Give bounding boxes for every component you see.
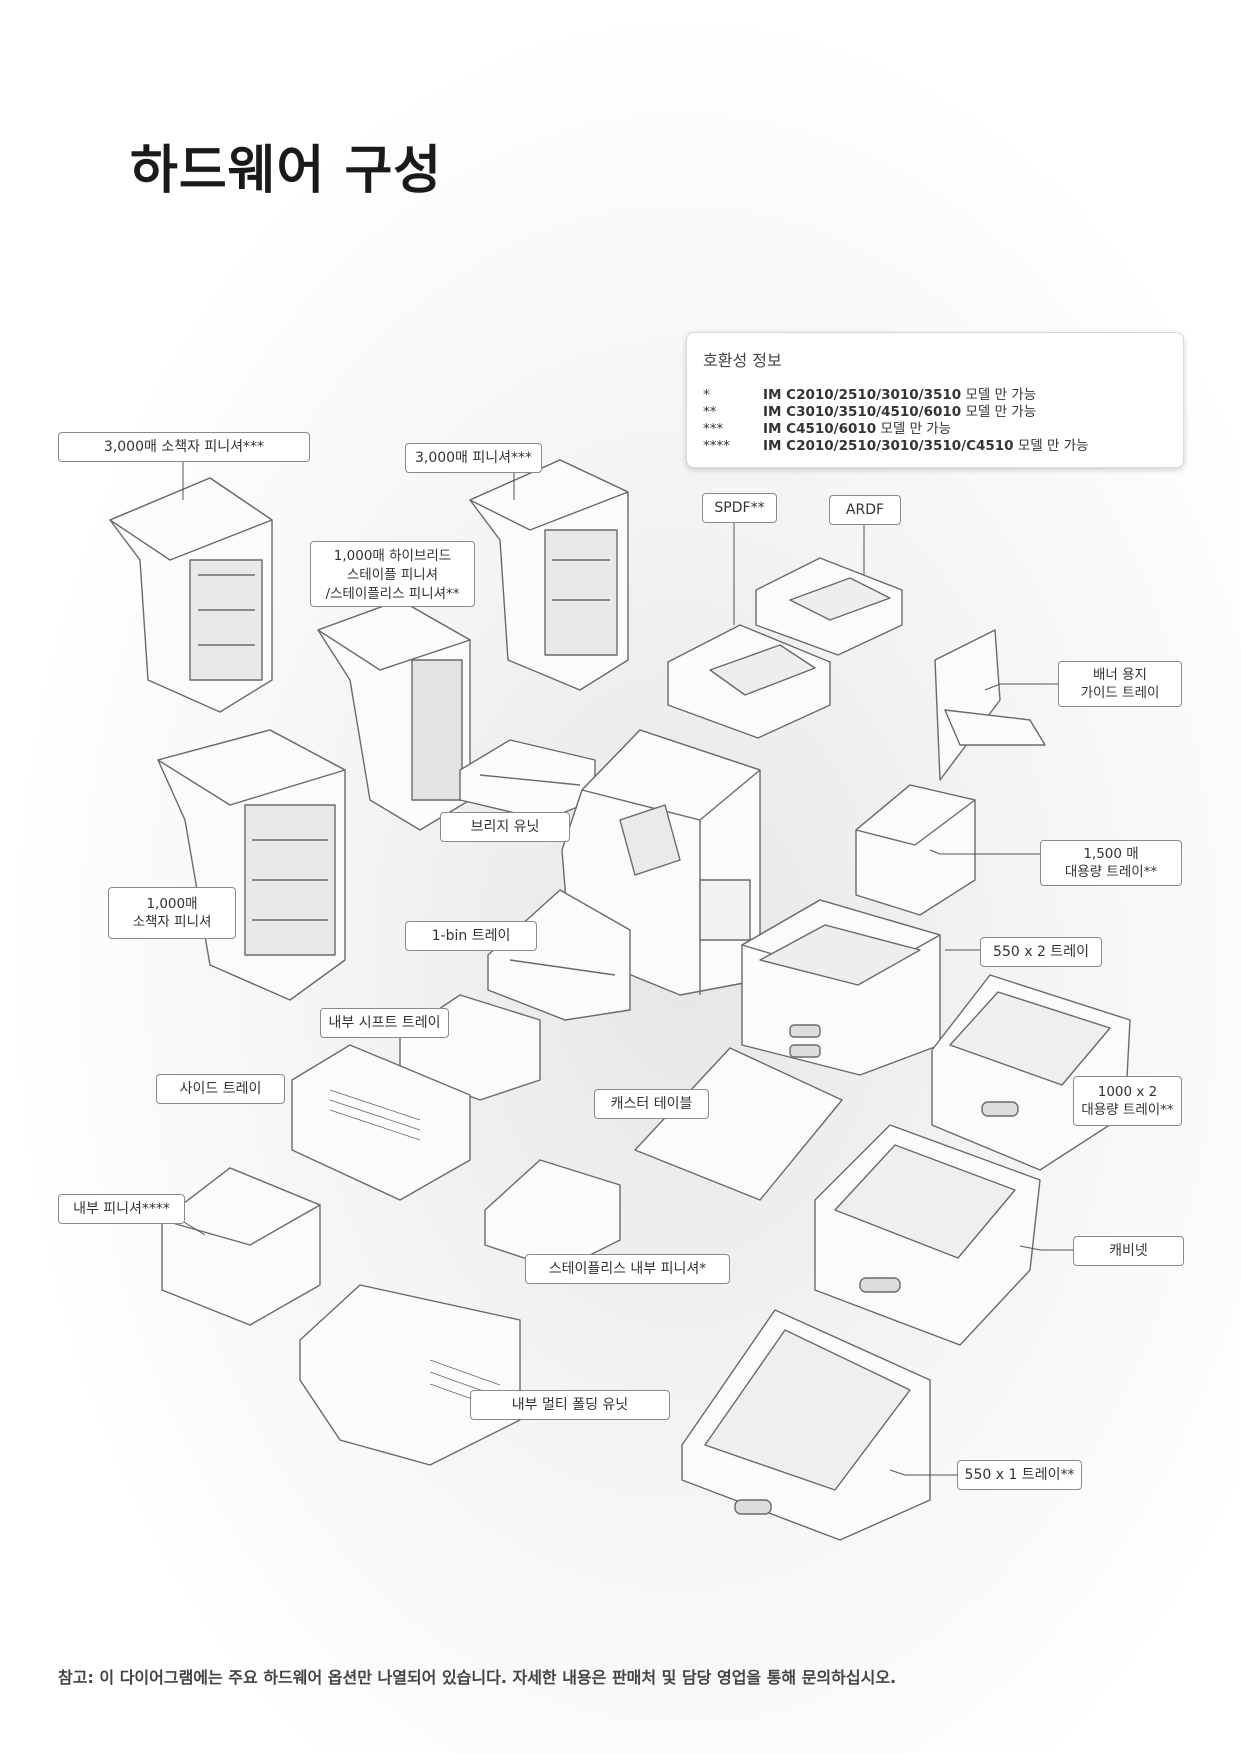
compat-model: IM C4510/6010 bbox=[763, 421, 877, 437]
label-line: 스테이플 피니셔 bbox=[346, 567, 439, 583]
label-lct-1500: 1,500 매 대용량 트레이** bbox=[1040, 840, 1182, 886]
compat-note: 모델 만 가능 bbox=[1017, 438, 1089, 454]
label-side-tray: 사이드 트레이 bbox=[156, 1074, 285, 1104]
label-staple-less-internal-finisher: 스테이플리스 내부 피니셔* bbox=[525, 1254, 730, 1284]
label-line: 배너 용지 bbox=[1093, 667, 1147, 683]
compat-mark: ** bbox=[703, 404, 717, 420]
label-banner-guide-tray: 배너 용지 가이드 트레이 bbox=[1058, 661, 1182, 707]
booklet-finisher-1000-drawing bbox=[157, 729, 346, 1001]
booklet-finisher-3000-drawing bbox=[109, 477, 273, 713]
label-one-bin-tray: 1-bin 트레이 bbox=[405, 921, 537, 951]
compat-row: **** IM C2010/2510/3010/3510/C4510 모델 만 가… bbox=[703, 434, 1089, 454]
compat-note: 모델 만 가능 bbox=[965, 404, 1037, 420]
internal-finisher-drawing bbox=[161, 1167, 321, 1326]
compat-mark: *** bbox=[703, 421, 724, 437]
compat-mark: **** bbox=[703, 438, 730, 454]
label-internal-finisher: 내부 피니셔**** bbox=[58, 1194, 185, 1224]
hybrid-finisher-drawing bbox=[317, 599, 471, 831]
label-booklet-finisher-1000: 1,000매 소책자 피니셔 bbox=[108, 887, 236, 939]
label-tray-550x1: 550 x 1 트레이** bbox=[957, 1460, 1082, 1490]
compat-mark: * bbox=[703, 387, 710, 403]
label-caster-table: 캐스터 테이블 bbox=[594, 1089, 709, 1119]
leader-line bbox=[984, 683, 1058, 691]
label-hybrid-finisher: 1,000매 하이브리드 스테이플 피니셔 /스테이플리스 피니셔** bbox=[310, 541, 475, 607]
caster-table-drawing bbox=[634, 1047, 843, 1201]
label-line: 소책자 피니셔 bbox=[132, 914, 212, 930]
compat-note: 모델 만 가능 bbox=[965, 387, 1037, 403]
page-title: 하드웨어 구성 bbox=[130, 141, 443, 201]
label-line: 대용량 트레이** bbox=[1064, 864, 1158, 880]
label-multi-folding-unit: 내부 멀티 폴딩 유닛 bbox=[470, 1390, 670, 1420]
bridge-unit-drawing bbox=[459, 739, 596, 821]
label-line: 대용량 트레이** bbox=[1081, 1102, 1174, 1118]
label-ardf: ARDF bbox=[829, 495, 901, 525]
side-tray-drawing bbox=[291, 1044, 471, 1201]
multi-folding-unit-drawing bbox=[299, 1284, 521, 1466]
compat-model: IM C3010/3510/4510/6010 bbox=[763, 404, 962, 420]
leader-line bbox=[889, 1469, 957, 1476]
staple-less-finisher-drawing bbox=[484, 1159, 621, 1271]
banner-guide-tray-drawing bbox=[934, 629, 1046, 781]
label-tray-550x2: 550 x 2 트레이 bbox=[980, 937, 1102, 967]
footnote: 참고: 이 다이어그램에는 주요 하드웨어 옵션만 나열되어 있습니다. 자세한… bbox=[58, 1668, 897, 1687]
label-internal-shift-tray: 내부 시프트 트레이 bbox=[320, 1008, 449, 1038]
compat-model: IM C2010/2510/3010/3510/C4510 bbox=[763, 438, 1014, 454]
ardf-drawing bbox=[755, 557, 903, 656]
leader-line bbox=[1019, 1245, 1073, 1251]
spdf-drawing bbox=[667, 624, 831, 739]
label-bridge-unit: 브리지 유닛 bbox=[440, 812, 570, 842]
label-line: 1,000매 bbox=[146, 896, 198, 912]
compat-row: ** IM C3010/3510/4510/6010 모델 만 가능 bbox=[703, 400, 1036, 420]
label-line: 1000 x 2 bbox=[1097, 1084, 1158, 1100]
label-booklet-finisher-3000: 3,000매 소책자 피니셔*** bbox=[58, 432, 310, 462]
label-spdf: SPDF** bbox=[702, 493, 777, 523]
compat-row: * IM C2010/2510/3010/3510 모델 만 가능 bbox=[703, 383, 1036, 403]
compatibility-info-title: 호환성 정보 bbox=[703, 351, 782, 370]
label-line: 1,000매 하이브리드 bbox=[333, 548, 452, 564]
tray-550x1-drawing bbox=[681, 1309, 931, 1541]
compat-model: IM C2010/2510/3010/3510 bbox=[763, 387, 962, 403]
finisher-3000-drawing bbox=[469, 459, 629, 691]
tray-550x2-drawing bbox=[741, 899, 941, 1076]
compatibility-info-box: 호환성 정보 *IM C2010/2510/3010/3510 모델 만 가능 … bbox=[686, 332, 1184, 468]
leader-line bbox=[929, 849, 1040, 855]
compat-note: 모델 만 가능 bbox=[880, 421, 952, 437]
label-cabinet: 캐비넷 bbox=[1073, 1236, 1184, 1266]
one-bin-tray-drawing bbox=[487, 889, 631, 1021]
label-line: 가이드 트레이 bbox=[1080, 685, 1160, 701]
compat-row: *** IM C4510/6010 모델 만 가능 bbox=[703, 417, 951, 437]
label-line: /스테이플리스 피니셔** bbox=[325, 586, 460, 602]
label-lct-1000x2: 1000 x 2 대용량 트레이** bbox=[1073, 1076, 1182, 1126]
label-line: 1,500 매 bbox=[1083, 846, 1139, 862]
lct-1000x2-drawing bbox=[931, 974, 1131, 1171]
lct-1500-drawing bbox=[855, 784, 976, 916]
label-finisher-3000: 3,000매 피니셔*** bbox=[405, 443, 542, 473]
cabinet-drawing bbox=[814, 1124, 1041, 1346]
